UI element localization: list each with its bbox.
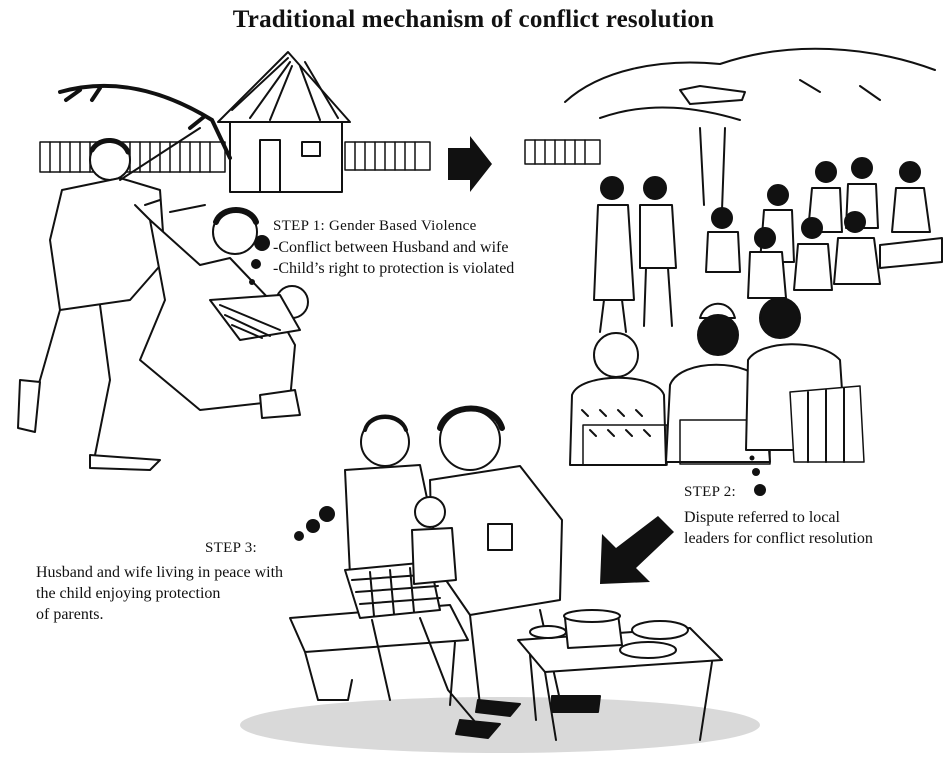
step3-label: STEP 3: — [205, 540, 257, 556]
foreground-listeners — [569, 297, 865, 466]
scene-conflict — [17, 51, 431, 471]
page-title: Traditional mechanism of conflict resolu… — [232, 6, 715, 33]
seated-crowd — [705, 157, 943, 299]
step2-label: STEP 2: — [684, 484, 736, 500]
stick — [58, 83, 232, 160]
hut-icon — [217, 51, 351, 193]
arrow-right-icon — [448, 136, 492, 192]
tree-canopy — [564, 47, 936, 121]
step1-point: -Child’s right to protection is violated — [273, 260, 515, 277]
step1-point: -Conflict between Husband and wife — [273, 239, 509, 256]
step2-line: leaders for conflict resolution — [684, 530, 873, 547]
husband-figure — [17, 127, 201, 471]
husband-peace-figure — [429, 405, 601, 717]
scene-family — [240, 405, 760, 753]
bench — [289, 604, 469, 706]
wife-figure — [134, 204, 309, 419]
step3-body: Husband and wife living in peace with th… — [36, 562, 283, 625]
child-figure — [411, 496, 457, 585]
tree-trunk — [699, 127, 726, 211]
fence-left — [39, 141, 226, 173]
step3-line: Husband and wife living in peace with — [36, 564, 284, 581]
arrow-down-left-icon — [600, 516, 674, 584]
scene-meeting — [524, 47, 943, 496]
standing-pair — [593, 176, 677, 333]
step1-text: STEP 1: Gender Based Violence -Conflict … — [273, 216, 514, 279]
step3-line: of parents. — [36, 606, 104, 623]
step2-line: Dispute referred to local — [684, 509, 840, 526]
step3-heading: STEP 3: — [205, 538, 257, 559]
step3-line: the child enjoying protection — [36, 585, 221, 602]
fence-meeting — [524, 139, 601, 165]
step1-label: STEP 1: Gender Based Violence — [273, 218, 477, 234]
fence-right — [344, 141, 431, 171]
step2-body: Dispute referred to local leaders for co… — [684, 507, 873, 549]
step2-text: STEP 2: — [684, 482, 736, 503]
table-with-food — [517, 609, 723, 741]
